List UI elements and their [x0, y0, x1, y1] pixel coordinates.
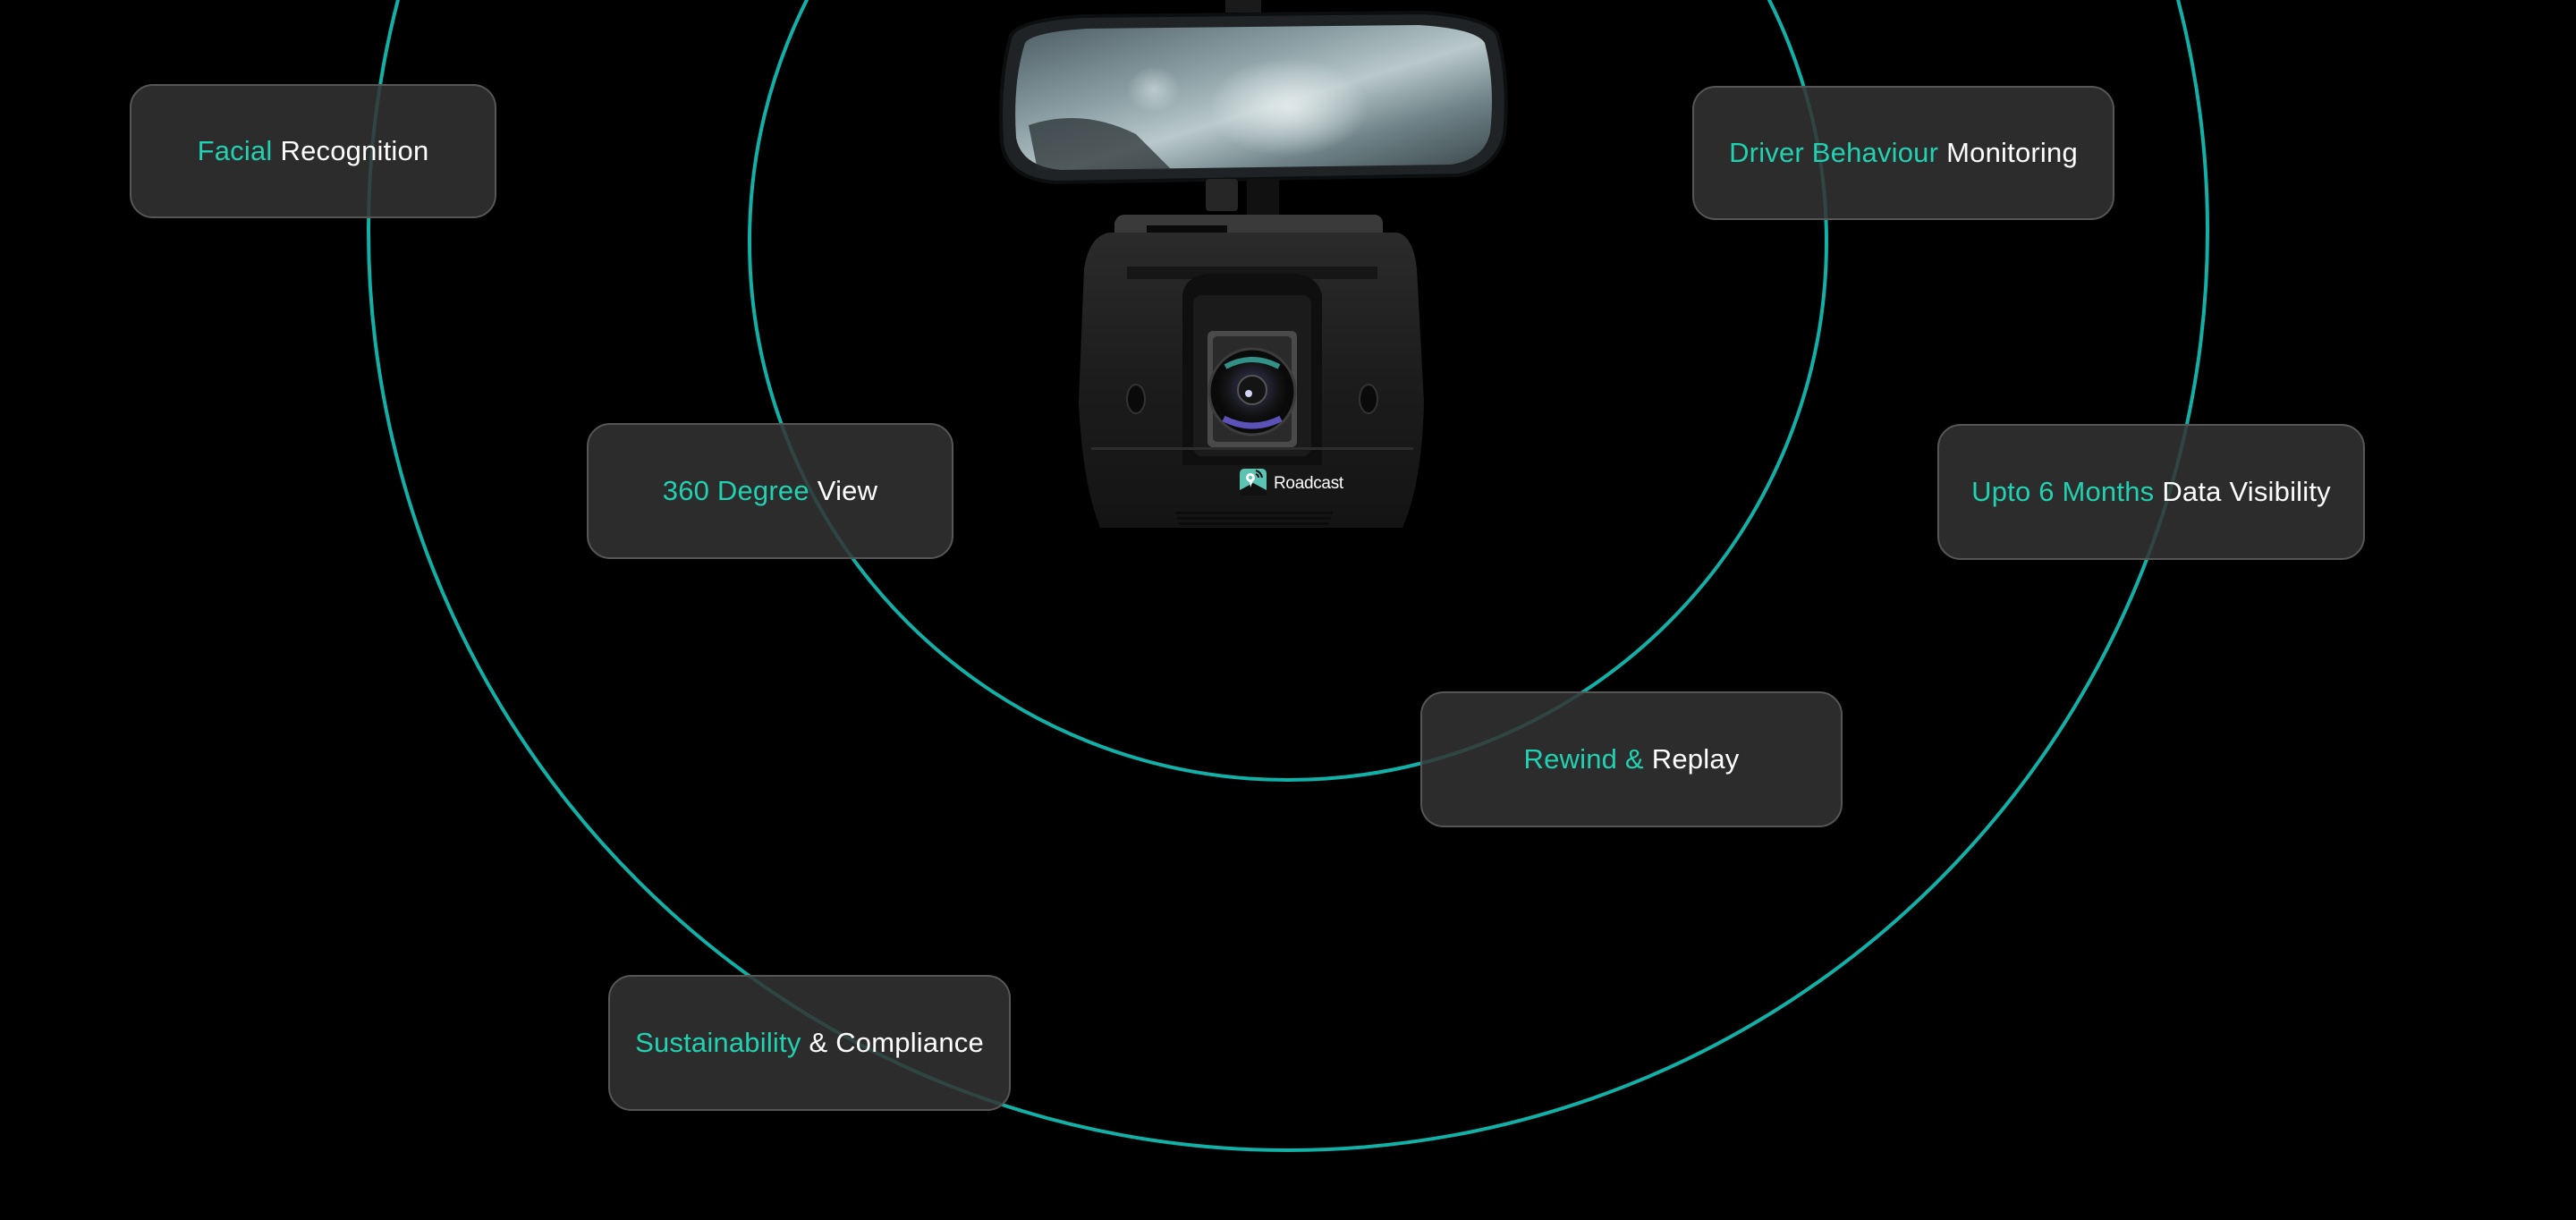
feature-plain-text: Recognition: [280, 135, 429, 166]
feature-card-sustainability-compliance[interactable]: Sustainability & Compliance: [608, 975, 1011, 1111]
brand-label: Roadcast: [1274, 474, 1343, 493]
feature-accent-text: Sustainability: [635, 1027, 801, 1058]
ir-sensor-right: [1359, 384, 1378, 414]
outer-ring: [367, 0, 2209, 1152]
feature-plain-text: Replay: [1651, 743, 1740, 775]
feature-card-360-degree-view[interactable]: 360 Degree View: [587, 423, 953, 559]
map-pin-signal-icon: [1240, 469, 1267, 496]
feature-plain-text: View: [817, 475, 878, 506]
dashcam-illustration: [999, 0, 1508, 528]
ir-sensor-left: [1126, 384, 1146, 414]
feature-accent-text: Upto 6 Months: [1971, 476, 2155, 507]
feature-card-rewind-replay[interactable]: Rewind &Replay: [1420, 691, 1843, 827]
feature-accent-text: Facial: [197, 135, 273, 166]
inner-ring: [748, 0, 1828, 782]
speaker-grille: [1175, 512, 1333, 525]
feature-plain-text: Data Visibility: [2162, 476, 2331, 507]
feature-accent-text: 360 Degree: [662, 475, 809, 506]
feature-plain-text: & Compliance: [809, 1027, 984, 1058]
feature-plain-text: Monitoring: [1946, 137, 2078, 168]
feature-accent-text: Driver Behaviour: [1729, 137, 1939, 168]
feature-accent-text: Rewind &: [1523, 743, 1644, 775]
